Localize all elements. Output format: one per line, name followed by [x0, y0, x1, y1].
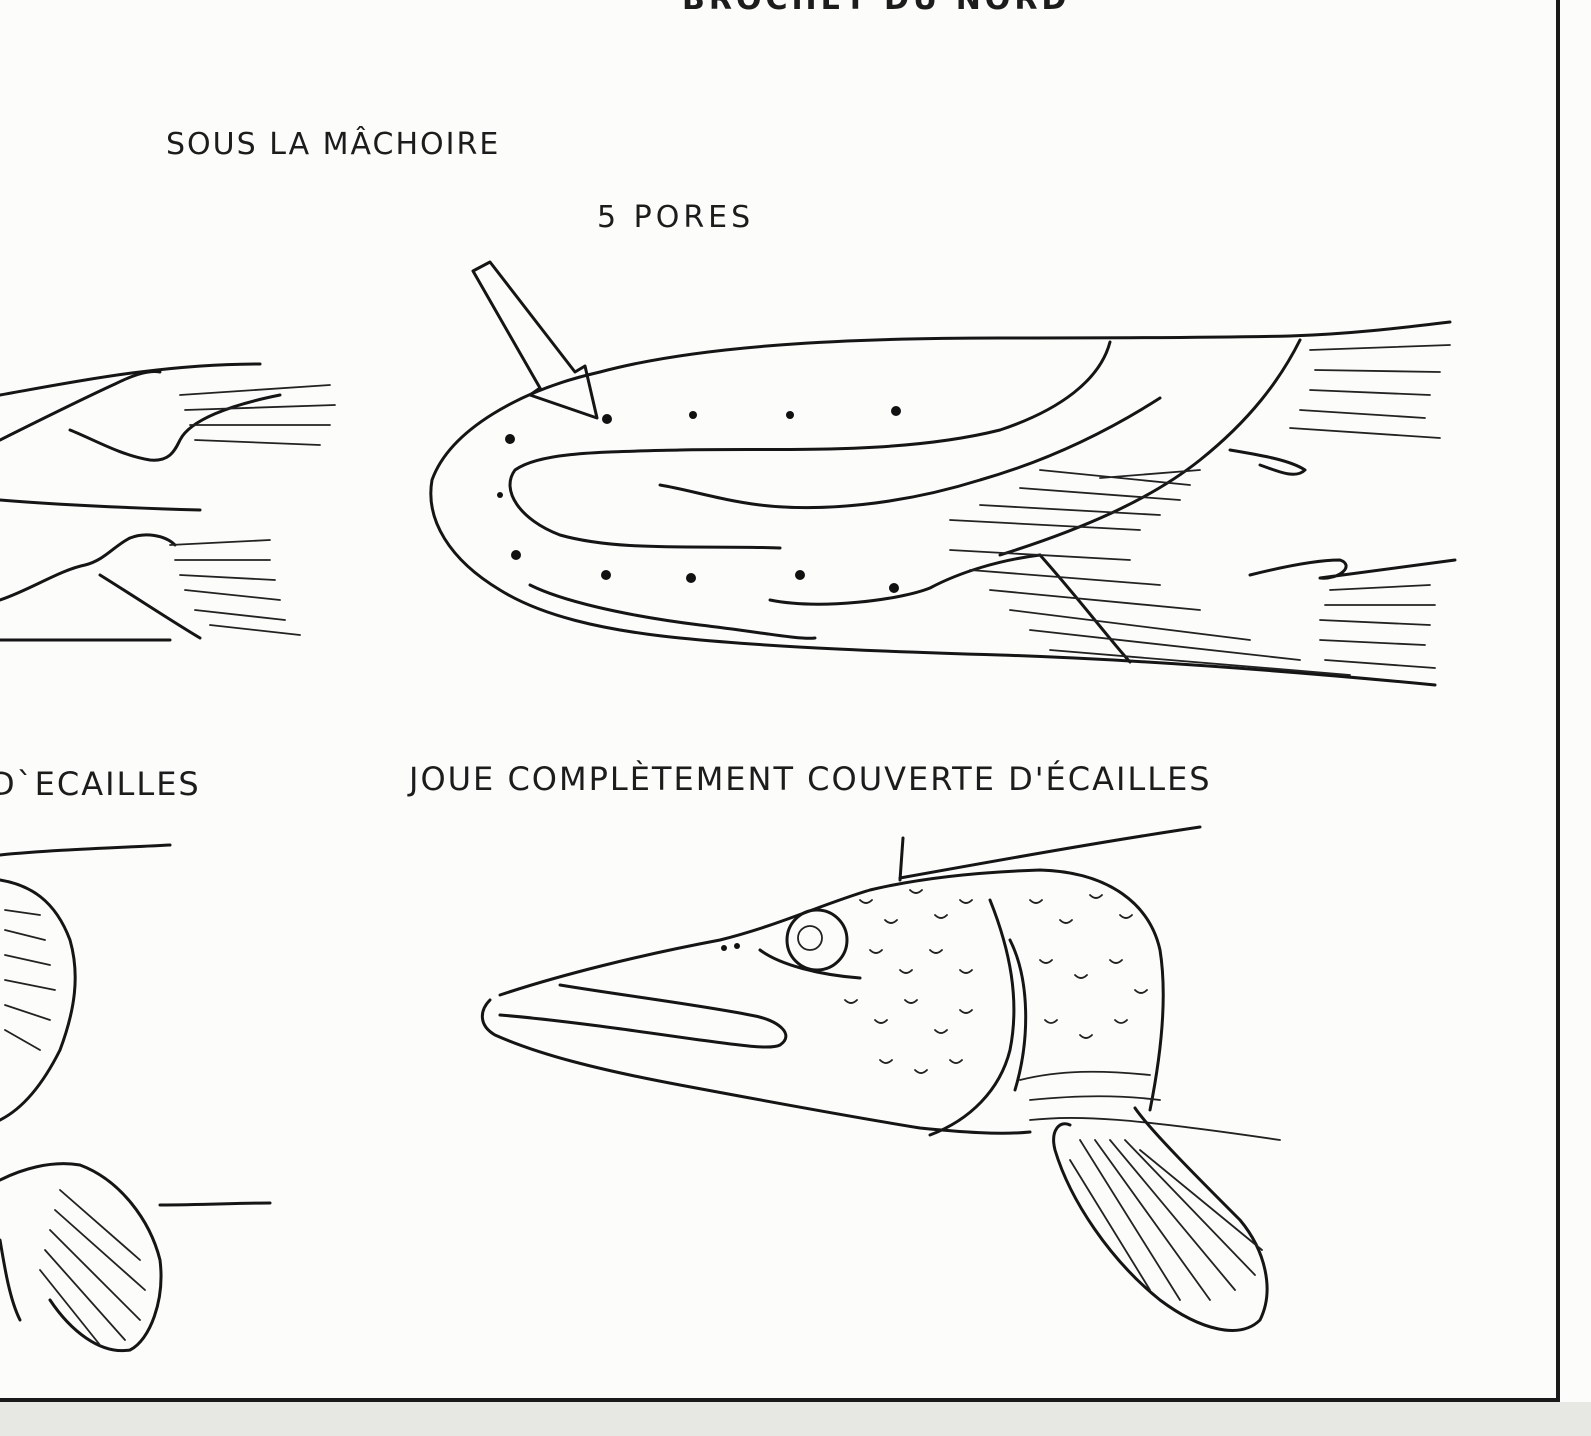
arrow-icon — [473, 262, 597, 418]
eye-icon — [787, 910, 847, 970]
pectoral-fin — [1054, 1108, 1267, 1330]
left-side-head-drawing — [0, 845, 270, 1351]
left-underjaw-drawing — [0, 364, 335, 640]
pores-top-row — [505, 406, 901, 444]
right-underjaw-drawing — [431, 262, 1455, 685]
scan-margin — [0, 1402, 1591, 1436]
right-side-head-drawing — [482, 827, 1280, 1330]
frame-right-border — [1556, 0, 1560, 1402]
